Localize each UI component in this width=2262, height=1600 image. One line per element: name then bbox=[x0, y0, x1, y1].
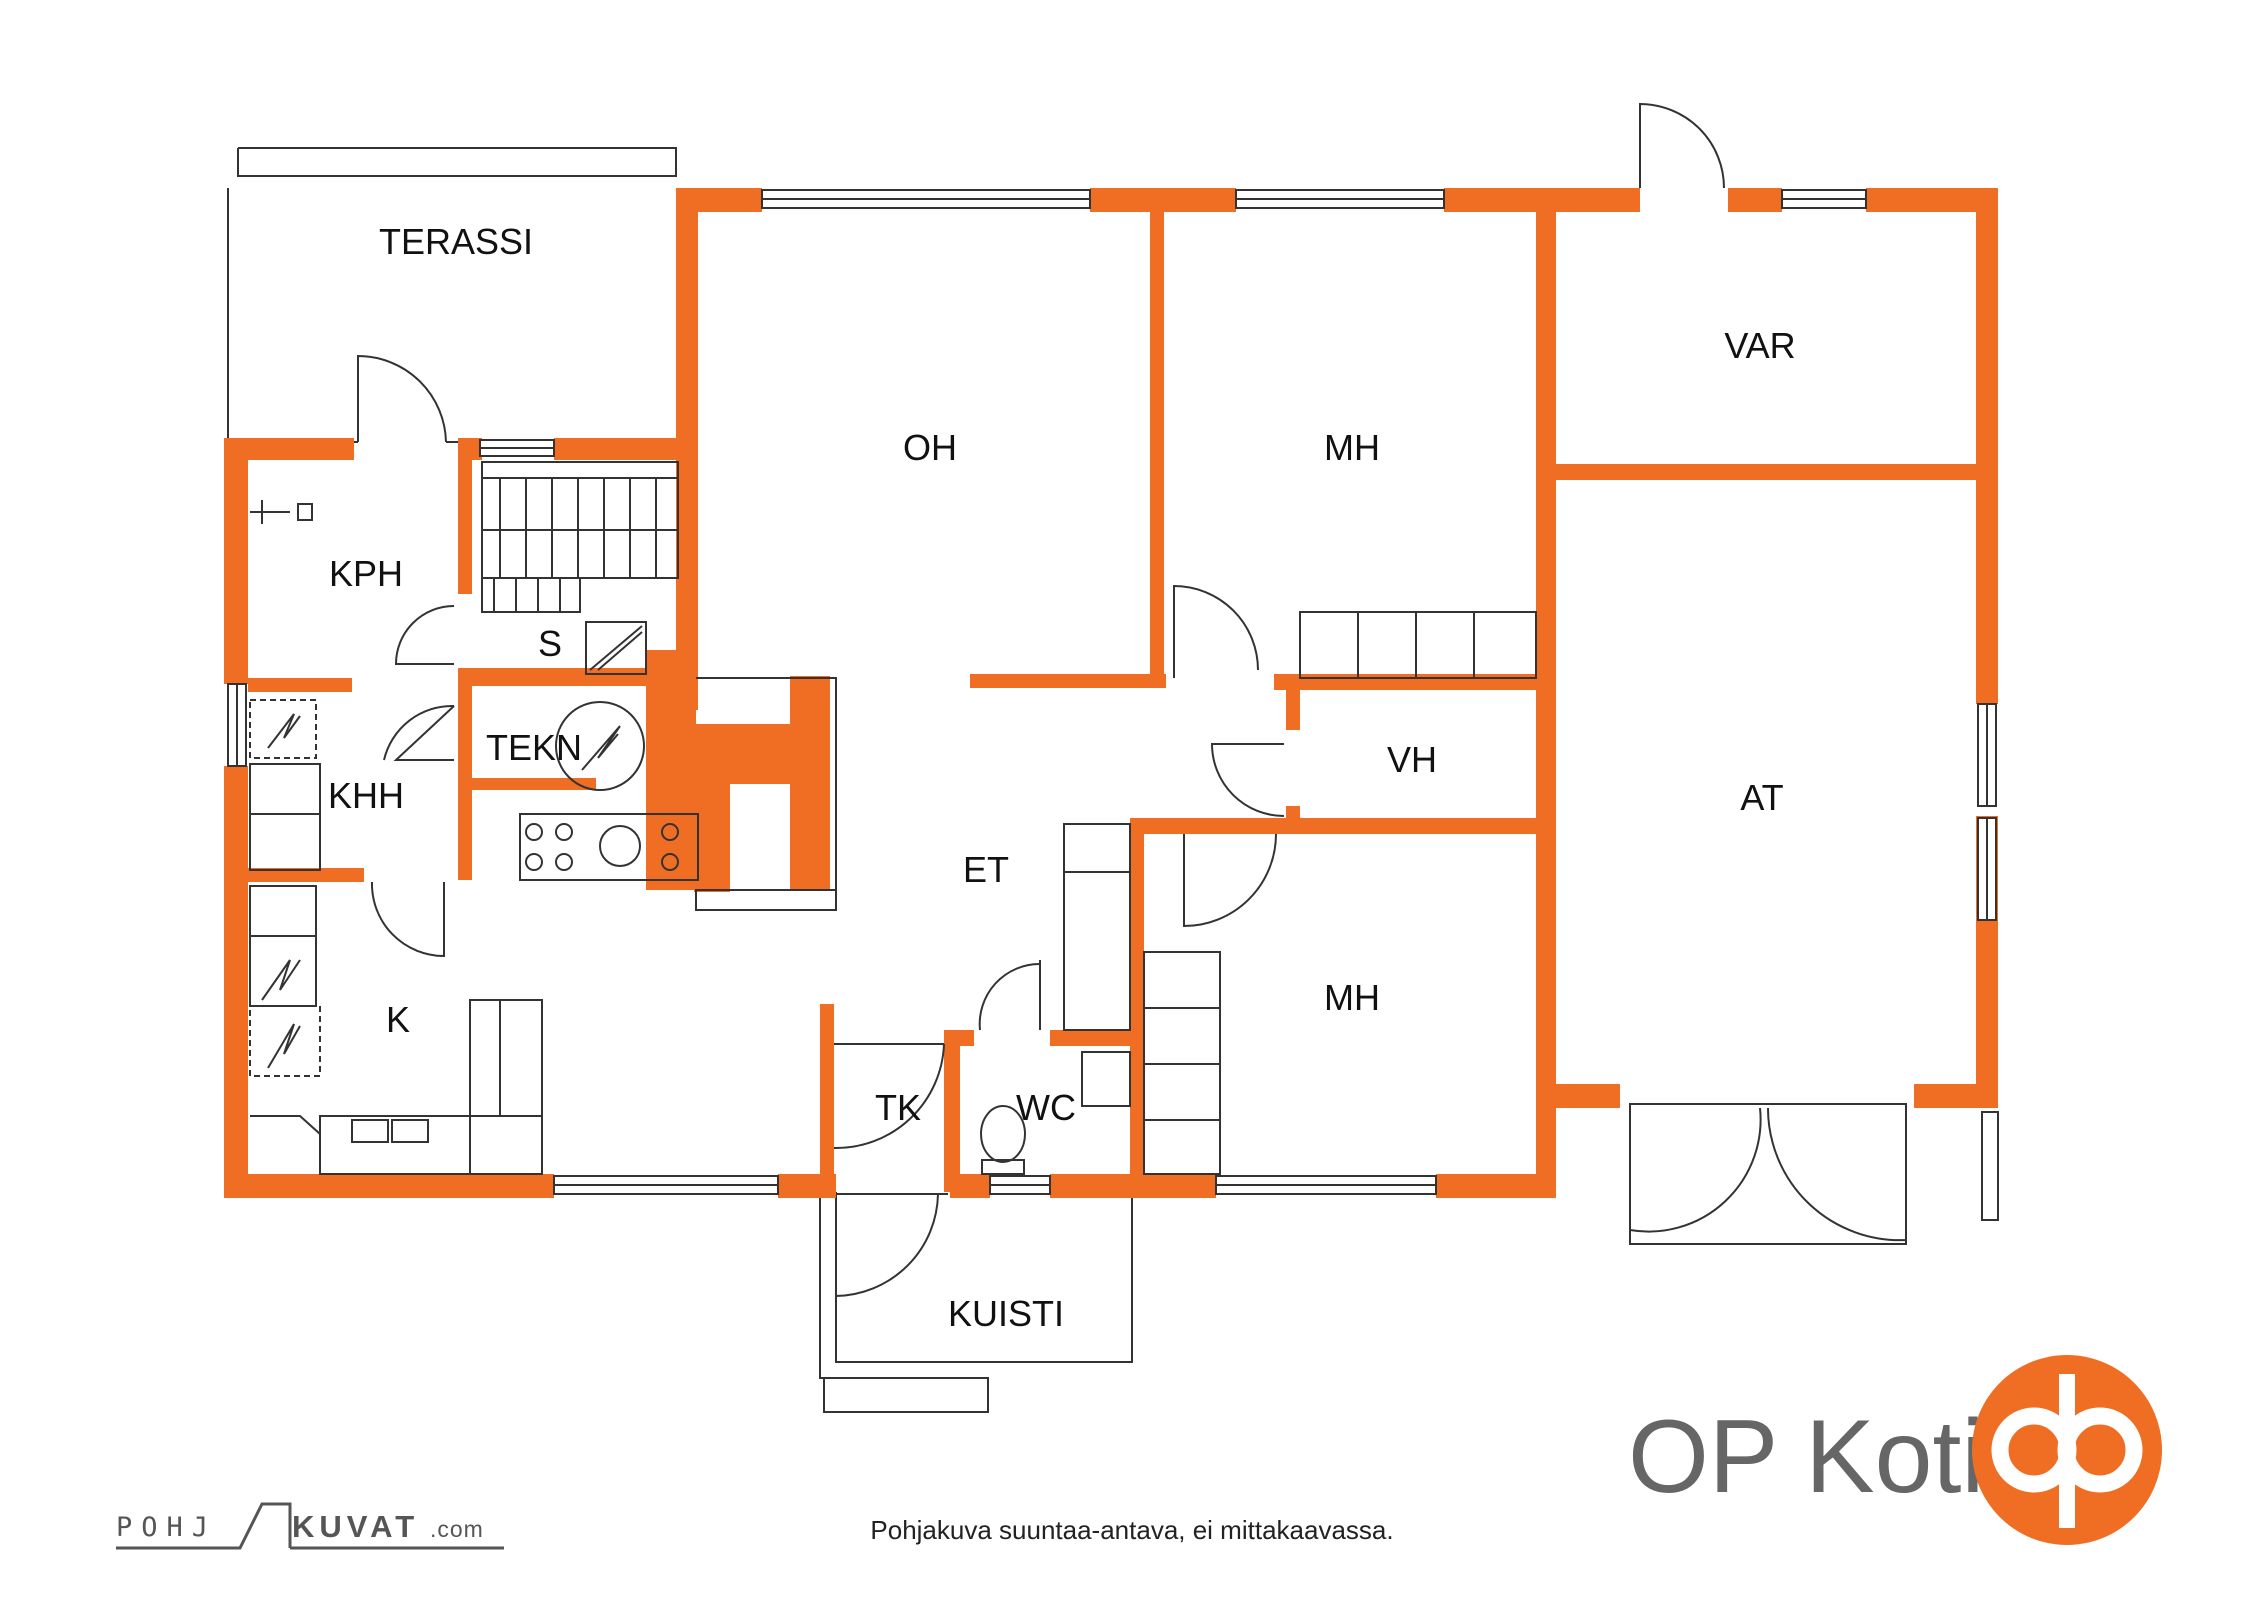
credit-suffix-text: .com bbox=[430, 1516, 484, 1542]
room-label-s: S bbox=[538, 623, 562, 664]
room-label-vh: VH bbox=[1387, 739, 1437, 780]
room-labels: TERASSI OH MH VAR KPH S TEKN KHH VH AT E… bbox=[328, 221, 1796, 1334]
patio-outline bbox=[1629, 1103, 1999, 1245]
room-label-mh-lower: MH bbox=[1324, 977, 1380, 1018]
brand-name: OP Koti bbox=[1628, 1399, 1984, 1515]
stairs bbox=[481, 461, 679, 613]
house-outline-icon bbox=[116, 1502, 292, 1550]
walls bbox=[224, 188, 1998, 1198]
credit-left-text: POHJ bbox=[116, 1512, 217, 1543]
room-label-wc: WC bbox=[1016, 1087, 1076, 1128]
disclaimer-note: Pohjakuva suuntaa-antava, ei mittakaavas… bbox=[870, 1515, 1393, 1545]
room-label-at: AT bbox=[1740, 777, 1783, 818]
room-label-et: ET bbox=[963, 849, 1009, 890]
room-label-k: K bbox=[386, 999, 410, 1040]
room-label-tk: TK bbox=[875, 1087, 921, 1128]
room-label-oh: OH bbox=[903, 427, 957, 468]
porch-outline bbox=[819, 1192, 1133, 1413]
room-label-kph: KPH bbox=[329, 553, 403, 594]
op-logo-icon bbox=[1972, 1355, 2162, 1545]
room-label-khh: KHH bbox=[328, 775, 404, 816]
windows bbox=[227, 189, 1997, 1195]
room-label-tekn: TEKN bbox=[486, 727, 582, 768]
credit-right-text: KUVAT bbox=[292, 1509, 419, 1544]
room-label-var: VAR bbox=[1724, 325, 1795, 366]
room-label-mh-upper: MH bbox=[1324, 427, 1380, 468]
room-label-terassi: TERASSI bbox=[379, 221, 533, 262]
credit-logo: POHJ KUVAT .com bbox=[116, 1502, 504, 1550]
doors bbox=[357, 102, 1907, 1297]
terrace-outline bbox=[227, 147, 677, 443]
fixtures bbox=[249, 500, 1537, 1175]
room-label-kuisti: KUISTI bbox=[948, 1293, 1064, 1334]
